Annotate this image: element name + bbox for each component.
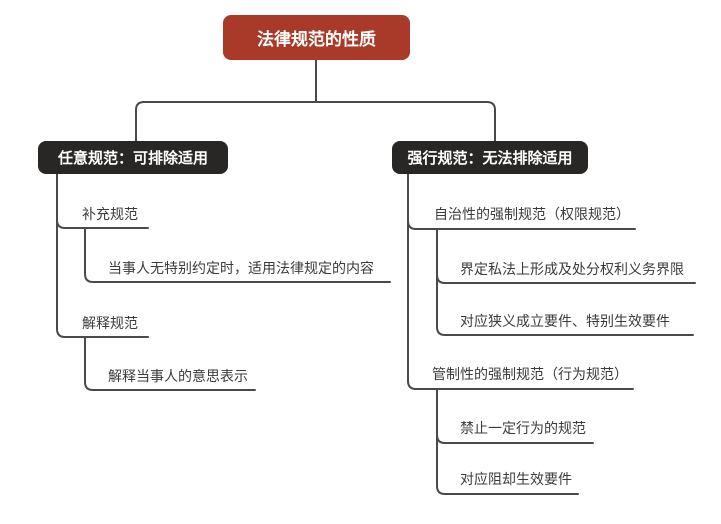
connector-root-branches <box>135 101 496 142</box>
topic-zizhixing-qiangzhi-guifan[interactable]: 自治性的强制规范（权限规范） <box>434 206 630 222</box>
connector-left-topic2-child <box>84 336 256 391</box>
branch-node-renyi-guifan[interactable]: 任意规范：可排除适用 <box>38 141 228 174</box>
topic-buchong-guifan[interactable]: 补充规范 <box>82 206 138 222</box>
connector-right-topic2-child2 <box>436 388 579 495</box>
branch-node-qiangxing-guifan[interactable]: 强行规范：无法排除适用 <box>392 141 588 174</box>
root-node[interactable]: 法律规范的性质 <box>223 15 410 60</box>
topic-buchong-guifan-detail[interactable]: 当事人无特别约定时，适用法律规定的内容 <box>108 260 374 276</box>
topic-guanzhixing-qiangzhi-guifan[interactable]: 管制性的强制规范（行为规范） <box>432 366 628 382</box>
connector-left-topic2 <box>56 173 149 338</box>
topic-zizhixing-detail-2[interactable]: 对应狭义成立要件、特别生效要件 <box>460 313 670 329</box>
topic-zizhixing-detail-1[interactable]: 界定私法上形成及处分权利义务界限 <box>460 261 684 277</box>
connector-right-topic2 <box>407 173 634 390</box>
connector-right-topic1-child2 <box>436 228 694 336</box>
topic-guanzhixing-detail-1[interactable]: 禁止一定行为的规范 <box>460 420 586 436</box>
topic-guanzhixing-detail-2[interactable]: 对应阻却生效要件 <box>460 471 572 487</box>
topic-jieshi-guifan-detail[interactable]: 解释当事人的意思表示 <box>108 368 248 384</box>
connector-left-topic1-child <box>84 227 391 283</box>
topic-jieshi-guifan[interactable]: 解释规范 <box>82 315 138 331</box>
